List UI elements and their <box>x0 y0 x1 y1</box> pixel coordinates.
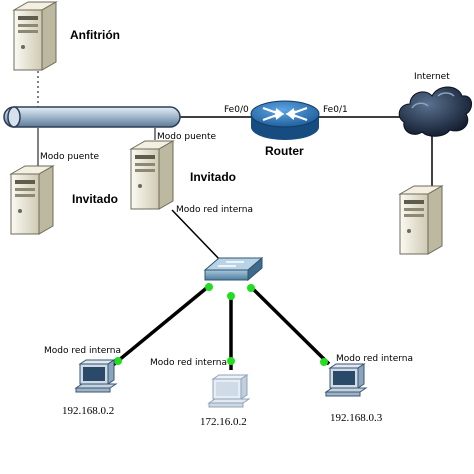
guest-center-label: Invitado <box>190 170 236 184</box>
router-icon <box>250 100 320 140</box>
guest-left-server-icon <box>9 165 55 235</box>
switch-icon <box>203 256 264 282</box>
link-up-dot <box>205 283 213 291</box>
pc-right-icon <box>324 363 368 397</box>
guest-center-to-switch-link <box>171 209 223 263</box>
link-status-dots <box>114 283 328 366</box>
guest-center-mode-bottom-label: Modo red interna <box>176 205 253 215</box>
pc-left-icon <box>74 359 118 393</box>
pc-left-mode-label: Modo red interna <box>44 346 121 356</box>
guest-center-server-icon <box>129 140 175 210</box>
router-port-right-label: Fe0/1 <box>323 105 348 115</box>
pc-center-mode-label: Modo red interna <box>150 358 227 368</box>
link-up-dot <box>247 284 255 292</box>
guest-center-mode-top-label: Modo puente <box>157 132 217 142</box>
link-up-dot <box>227 292 235 300</box>
link-up-dot <box>227 357 235 365</box>
internet-server-icon <box>398 185 444 255</box>
switch-to-pc-left-link <box>111 284 211 367</box>
pc-right-mode-label: Modo red interna <box>336 354 413 364</box>
internet-cloud-icon <box>398 86 472 137</box>
pc-right-ip-label: 192.168.0.3 <box>330 412 383 424</box>
guest-left-mode-label: Modo puente <box>40 152 100 162</box>
link-up-dot <box>114 357 122 365</box>
pc-center-icon <box>207 374 251 408</box>
link-up-dot <box>320 358 328 366</box>
bridge-bus <box>3 106 181 128</box>
router-label: Router <box>265 144 304 158</box>
host-server-icon <box>12 1 58 71</box>
pc-center-ip-label: 172.16.0.2 <box>200 416 247 428</box>
switch-to-pc-right-link <box>249 285 331 366</box>
guest-left-label: Invitado <box>72 192 118 206</box>
pc-left-ip-label: 192.168.0.2 <box>62 405 114 417</box>
internet-label: Internet <box>414 72 450 82</box>
host-label: Anfitrión <box>70 28 120 42</box>
router-port-left-label: Fe0/0 <box>224 105 249 115</box>
